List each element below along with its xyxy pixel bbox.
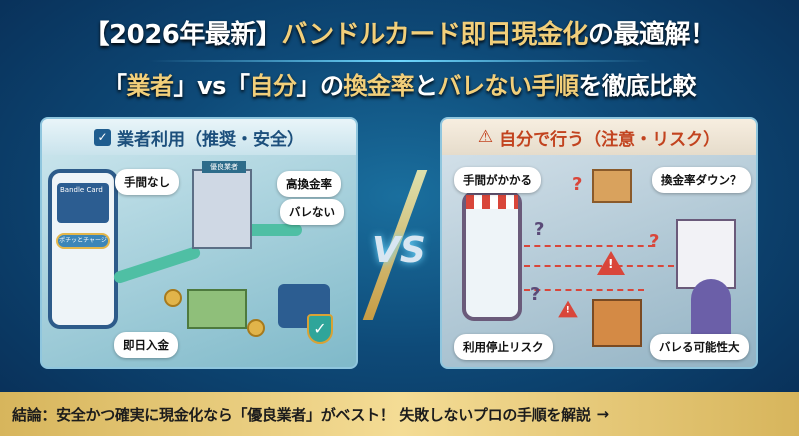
awning bbox=[466, 195, 518, 209]
store-icon bbox=[592, 299, 642, 347]
check-icon: ✓ bbox=[94, 128, 111, 146]
warning-icon: ⚠ bbox=[477, 127, 494, 147]
self-panel-title: 自分で行う（注意・リスク） bbox=[499, 129, 721, 150]
subtitle-vs: 」vs「 bbox=[173, 72, 250, 100]
question-icon: ? bbox=[530, 284, 541, 305]
card-label: Bandle Card bbox=[57, 183, 109, 223]
title-prefix: 【2026年最新】 bbox=[83, 20, 282, 50]
building-sign: 優良業者 bbox=[202, 161, 246, 173]
subtitle-gyosha: 業者 bbox=[126, 72, 175, 100]
warning-triangle-icon: ! bbox=[597, 251, 625, 275]
charge-button: ポチッとチャージ bbox=[56, 233, 110, 249]
question-icon: ? bbox=[572, 174, 583, 195]
title-divider-glow bbox=[150, 60, 650, 62]
conclusion-text: 結論：安全かつ確実に現金化なら「優良業者」がベスト！ 失敗しないプロの手順を解説 bbox=[12, 405, 591, 424]
self-panel: ⚠ 自分で行う（注意・リスク） ! ! ? ? ? ? 手間がかかる 換金率ダウ… bbox=[440, 117, 758, 369]
subtitle-rate: 換金率 bbox=[343, 72, 414, 100]
warning-triangle-icon: ! bbox=[558, 300, 578, 318]
bubble-suspension: 利用停止リスク bbox=[454, 334, 553, 360]
boxes-icon bbox=[592, 169, 632, 203]
bubble-detection: バレる可能性大 bbox=[650, 334, 749, 360]
vendor-panel: ✓ 業者利用（推奨・安全） Bandle Card ポチッとチャージ 優良業者 … bbox=[40, 117, 358, 369]
subtitle: 「業者」vs「自分」の換金率とバレない手順を徹底比較 bbox=[0, 66, 799, 101]
money-icon bbox=[187, 289, 247, 329]
subtitle-suffix: を徹底比較 bbox=[578, 72, 696, 100]
bubble-rate-down: 換金率ダウン？ bbox=[652, 167, 751, 193]
pipe bbox=[242, 224, 302, 236]
subtitle-and: と bbox=[413, 72, 438, 100]
vs-label: VS bbox=[372, 230, 426, 271]
quote: 」の bbox=[296, 72, 344, 100]
question-icon: ? bbox=[534, 219, 545, 240]
vendor-panel-header: ✓ 業者利用（推奨・安全） bbox=[42, 119, 356, 155]
conclusion-bar[interactable]: 結論：安全かつ確実に現金化なら「優良業者」がベスト！ 失敗しないプロの手順を解説… bbox=[0, 392, 799, 436]
subtitle-steps: バレない手順 bbox=[437, 72, 579, 100]
phone-illustration: Bandle Card ポチッとチャージ bbox=[48, 169, 118, 329]
vendor-panel-title: 業者利用（推奨・安全） bbox=[117, 129, 304, 150]
title-suffix: の最適解！ bbox=[587, 20, 716, 50]
arrow-right-icon: → bbox=[596, 405, 610, 423]
coin-icon bbox=[247, 319, 265, 337]
bubble-same-day: 即日入金 bbox=[114, 332, 178, 358]
title-highlight: バンドルカード即日現金化 bbox=[281, 20, 588, 50]
bubble-undetected: バレない bbox=[280, 199, 344, 225]
bubble-no-hassle: 手間なし bbox=[115, 169, 179, 195]
shield-check-icon: ✓ bbox=[307, 314, 333, 344]
phone-shop-illustration bbox=[462, 191, 522, 321]
pipe bbox=[112, 245, 202, 285]
dashed-path bbox=[524, 289, 644, 291]
bubble-effort: 手間がかかる bbox=[454, 167, 541, 193]
coin-icon bbox=[164, 289, 182, 307]
self-panel-header: ⚠ 自分で行う（注意・リスク） bbox=[442, 119, 756, 155]
building-illustration: 優良業者 bbox=[192, 161, 252, 249]
quote: 「 bbox=[103, 72, 127, 100]
subtitle-jibun: 自分 bbox=[249, 72, 297, 100]
main-title: 【2026年最新】バンドルカード即日現金化の最適解！ bbox=[0, 14, 799, 51]
dashed-path bbox=[524, 245, 654, 247]
question-icon: ? bbox=[649, 231, 660, 252]
worried-person bbox=[691, 279, 731, 339]
bubble-high-rate: 高換金率 bbox=[277, 171, 341, 197]
